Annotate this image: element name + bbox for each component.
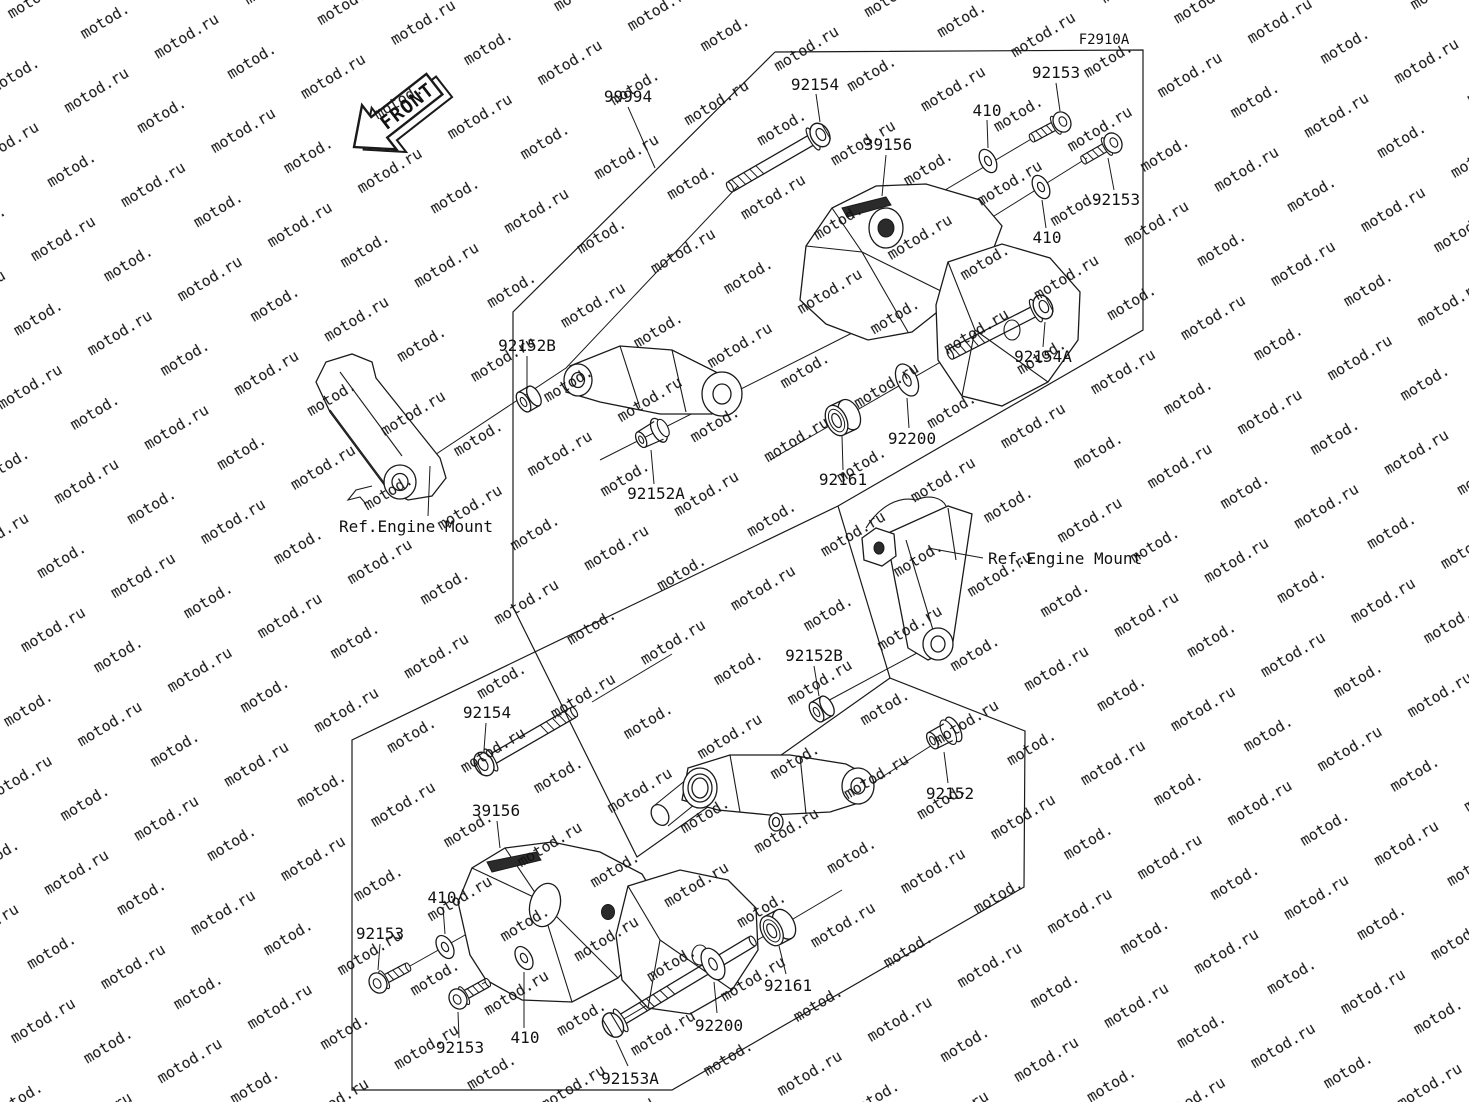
- exploded-parts-diagram: motod.ru motod.ru: [0, 0, 1469, 1102]
- watermark-layer: [0, 0, 1469, 1102]
- parts-diagram-page: motod.ru motod.ru: [0, 0, 1469, 1102]
